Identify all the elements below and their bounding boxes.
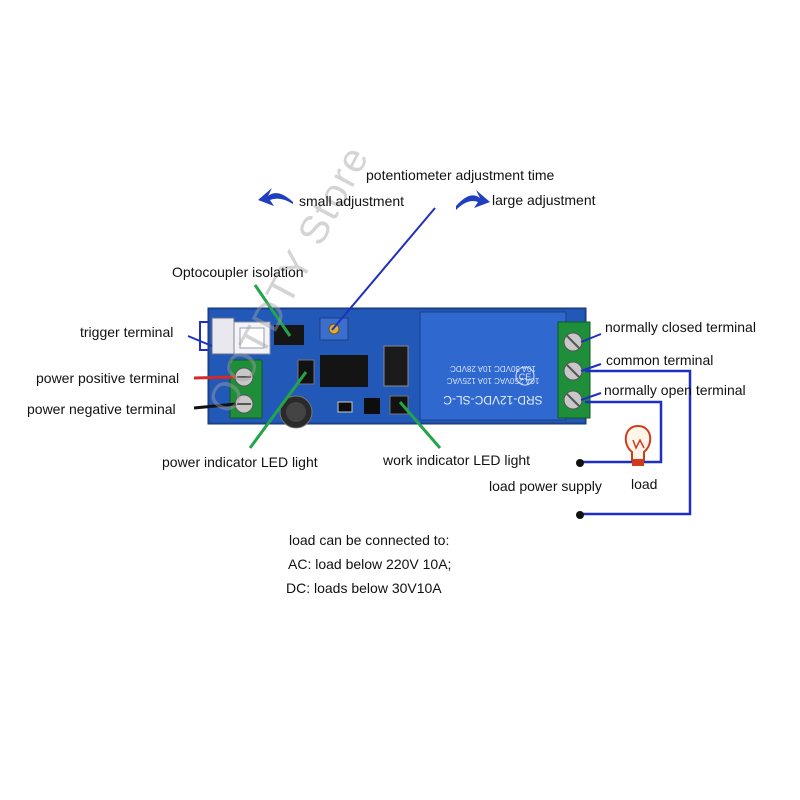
label-load-power-supply: load power supply [489,478,602,494]
label-work-led: work indicator LED light [383,452,531,468]
relay-board: SRD-12VDC-SL-C 10A 250VAC 10A 125VAC 10A… [207,307,591,429]
work-led-pointer [398,401,442,449]
resistor-2 [364,398,380,414]
load-wiring [580,369,692,516]
relay-rating-text-2: 10A 30VDC 10A 28VDC [450,364,536,373]
note-line-1: load can be connected to: [289,532,450,548]
label-power-negative: power negative terminal [27,401,176,417]
transistor [383,345,409,387]
note-line-3: DC: loads below 30V10A [286,580,442,596]
large-adjustment-arrow-icon [456,190,490,210]
load-supply-terminal-bottom [576,511,584,519]
electrolytic-capacitor [279,395,313,429]
potentiometer-pointer [331,207,436,331]
label-small-adjustment: small adjustment [299,193,405,209]
common-pointer [580,363,602,372]
label-optocoupler: Optocoupler isolation [172,264,304,280]
normally-closed-pointer [580,333,602,343]
label-common: common terminal [606,352,714,368]
relay-component: SRD-12VDC-SL-C 10A 250VAC 10A 125VAC 10A… [419,311,567,421]
load-supply-terminal-top [576,459,584,467]
pointer-lines [187,207,602,449]
work-led [389,395,409,415]
normally-open-pointer [580,392,602,401]
label-power-positive: power positive terminal [36,370,180,386]
label-trigger: trigger terminal [80,324,174,340]
relay-model-text: SRD-12VDC-SL-C [443,393,543,407]
relay-mark-text: CE [519,372,532,382]
power-positive-pointer [193,375,237,380]
small-adjustment-arrow-icon [258,188,293,206]
label-power-led: power indicator LED light [162,454,318,470]
power-negative-pointer [193,402,237,410]
relay-rating-text-1: 10A 250VAC 10A 125VAC [446,376,539,385]
label-large-adjustment: large adjustment [492,192,596,208]
label-normally-open: normally open terminal [604,382,746,398]
label-load: load [631,476,658,492]
power-led-pointer [248,371,308,449]
trigger-bracket [199,321,208,351]
light-bulb-icon [624,424,652,466]
label-normally-closed: normally closed terminal [605,319,756,335]
optocoupler-pointer [253,284,292,337]
label-potentiometer: potentiometer adjustment time [366,167,555,183]
note-line-2: AC: load below 220V 10A; [288,556,452,572]
power-screw-terminal [229,359,263,419]
ic-chip [320,355,368,387]
resistor-1 [337,401,353,413]
trigger-connector [211,317,271,355]
